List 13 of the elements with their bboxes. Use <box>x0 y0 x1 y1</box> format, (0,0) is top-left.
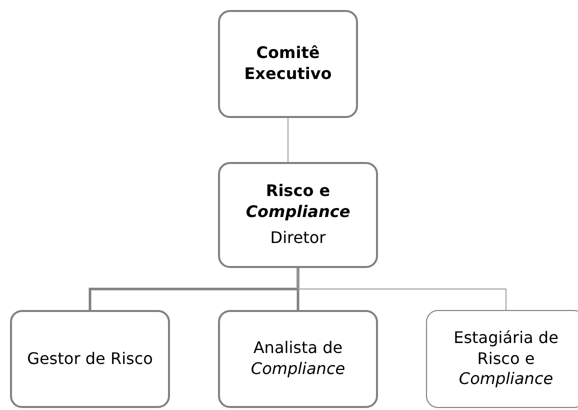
box-title: Comitê Executivo <box>243 43 333 85</box>
org-box <box>218 310 378 408</box>
org-box <box>218 10 358 118</box>
org-box <box>218 162 378 268</box>
org-box <box>426 310 578 408</box>
box-title: Risco e Compliance <box>244 180 352 222</box>
box-label: Diretor <box>270 228 326 250</box>
box-label: Gestor de Risco <box>27 348 153 370</box>
box-label: Analista de Compliance <box>250 338 346 380</box>
connector-line <box>296 268 300 310</box>
org-box <box>10 310 170 408</box>
box-label: Estagiária de Risco e Compliance <box>452 328 560 390</box>
connector-line <box>298 268 506 310</box>
